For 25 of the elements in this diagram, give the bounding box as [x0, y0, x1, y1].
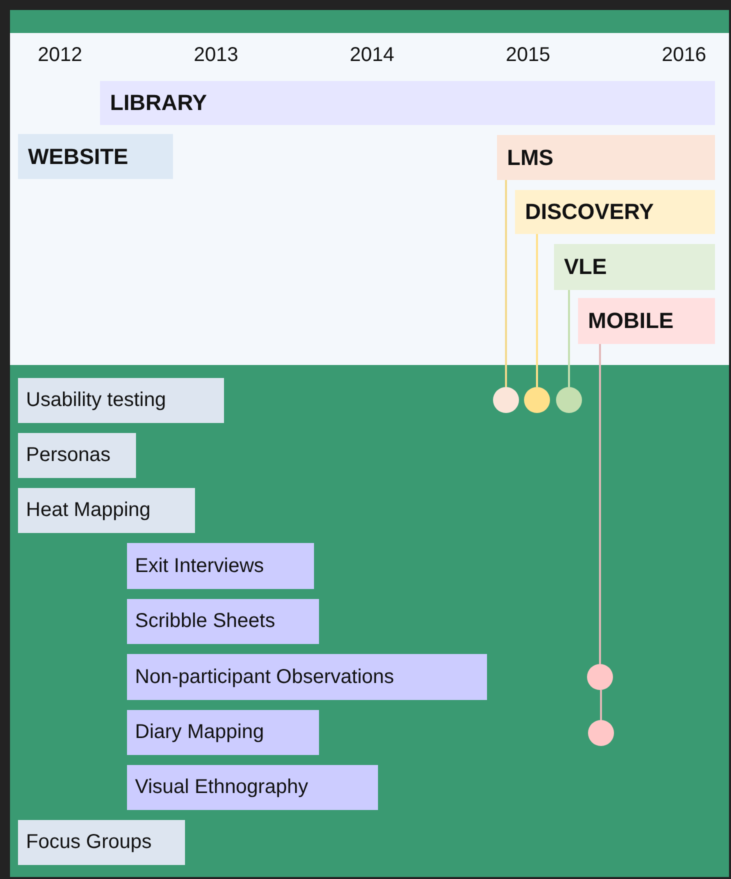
year-label: 2013 — [192, 44, 240, 67]
method-label-box: Exit Interviews — [127, 543, 314, 589]
connector-line — [536, 234, 538, 387]
connector-line — [568, 290, 570, 387]
system-bar: LMS — [497, 135, 715, 180]
method-label-box: Visual Ethnography — [127, 765, 378, 810]
system-bar: DISCOVERY — [515, 190, 715, 234]
connector-line — [600, 690, 602, 720]
connector-line — [505, 180, 507, 387]
connector-line — [599, 344, 601, 664]
year-label: 2016 — [660, 44, 708, 67]
system-bar: MOBILE — [578, 298, 715, 344]
year-label: 2015 — [504, 44, 552, 67]
method-label-box: Personas — [18, 433, 136, 478]
system-bar: VLE — [554, 244, 715, 290]
method-label-box: Diary Mapping — [127, 710, 319, 755]
method-label-box: Non-participant Observations — [127, 654, 487, 700]
method-label-box: Focus Groups — [18, 820, 185, 865]
method-label-box: Usability testing — [18, 378, 224, 423]
year-label: 2012 — [36, 44, 84, 67]
method-label-box: Scribble Sheets — [127, 599, 319, 644]
system-bar: WEBSITE — [18, 134, 173, 179]
system-bar: LIBRARY — [100, 81, 715, 125]
year-label: 2014 — [348, 44, 396, 67]
method-label-box: Heat Mapping — [18, 488, 195, 533]
